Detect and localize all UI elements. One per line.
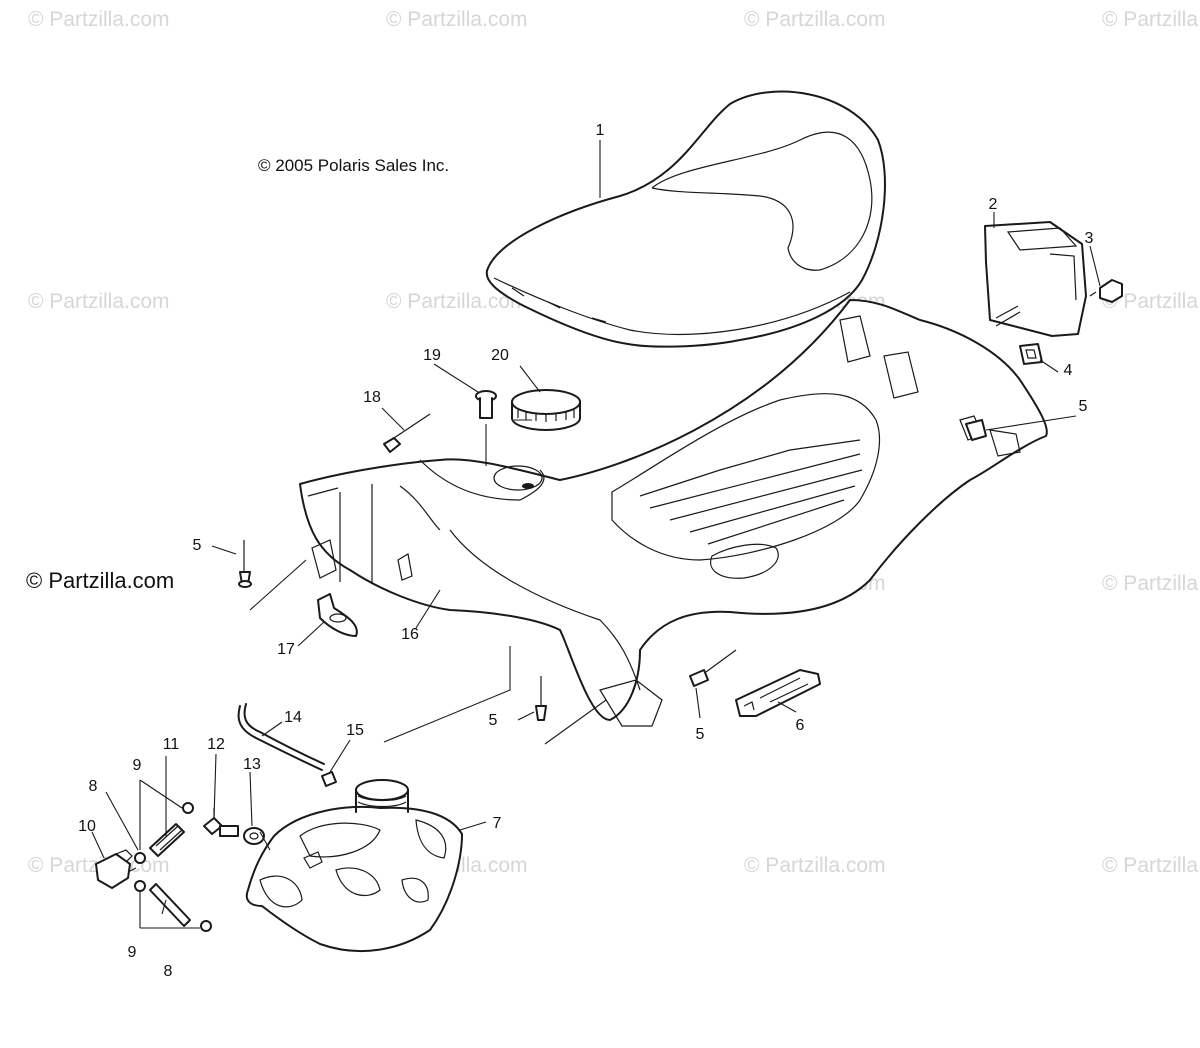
callout-4[interactable]: 4 — [1063, 362, 1073, 379]
callout-8[interactable]: 8 — [88, 778, 98, 795]
callout-16[interactable]: 16 — [401, 626, 419, 643]
callout-6[interactable]: 6 — [795, 717, 805, 734]
callout-7[interactable]: 7 — [492, 815, 502, 832]
watermark: © Partzilla.com — [1102, 854, 1200, 877]
callout-5[interactable]: 5 — [695, 726, 705, 743]
callout-5[interactable]: 5 — [192, 537, 202, 554]
callout-1[interactable]: 1 — [595, 122, 605, 139]
callout-15[interactable]: 15 — [346, 722, 364, 739]
callout-19[interactable]: 19 — [423, 347, 441, 364]
watermark: © Partzilla.com — [386, 8, 528, 31]
bolt-part[interactable] — [1089, 279, 1123, 303]
callout-12[interactable]: 12 — [207, 736, 225, 753]
watermark: © Partzilla.com — [386, 290, 528, 313]
callout-9[interactable]: 9 — [132, 757, 142, 774]
clip-part[interactable] — [1019, 343, 1043, 365]
callout-2[interactable]: 2 — [988, 196, 998, 213]
callout-3[interactable]: 3 — [1084, 230, 1094, 247]
callout-20[interactable]: 20 — [491, 347, 509, 364]
site-label: © Partzilla.com — [26, 568, 175, 593]
leader-lines — [91, 140, 1101, 929]
latch-bracket-part[interactable] — [984, 221, 1087, 337]
screw-part[interactable] — [475, 390, 497, 419]
grommet-part[interactable] — [243, 827, 265, 845]
callout-9[interactable]: 9 — [127, 944, 137, 961]
callout-10[interactable]: 10 — [78, 818, 96, 835]
watermark: © Partzilla.com — [1102, 290, 1200, 313]
watermark: © Partzilla.com — [28, 8, 170, 31]
strap-part[interactable] — [735, 669, 821, 717]
callout-11[interactable]: 11 — [162, 736, 180, 753]
copyright-notice: © 2005 Polaris Sales Inc. — [258, 156, 450, 175]
watermark: © Partzilla.com — [744, 854, 886, 877]
clamp-part[interactable] — [134, 802, 212, 932]
push-rivet-part[interactable] — [238, 540, 252, 588]
push-rivet-part[interactable] — [535, 676, 547, 721]
push-rivet-part[interactable] — [965, 419, 987, 441]
callout-17[interactable]: 17 — [277, 641, 295, 658]
rivet-part[interactable] — [383, 413, 431, 453]
callout-5[interactable]: 5 — [1078, 398, 1088, 415]
seat-part[interactable] — [485, 90, 886, 348]
fuel-valve-part[interactable] — [95, 849, 137, 889]
vent-hose-part[interactable] — [237, 703, 325, 771]
fuel-tank-part[interactable] — [245, 779, 463, 953]
watermark: © Partzilla.com — [744, 8, 886, 31]
fuel-line-part[interactable] — [149, 823, 185, 857]
bracket-part[interactable] — [317, 593, 358, 637]
fuel-line-part[interactable] — [149, 883, 191, 927]
watermark: © Partzilla.com — [1102, 8, 1200, 31]
callout-13[interactable]: 13 — [243, 756, 261, 773]
callout-14[interactable]: 14 — [284, 709, 302, 726]
push-rivet-part[interactable] — [689, 649, 737, 687]
rear-body-part[interactable] — [299, 299, 1048, 727]
callout-8[interactable]: 8 — [163, 963, 173, 980]
callout-18[interactable]: 18 — [363, 389, 381, 406]
check-valve-part[interactable] — [321, 771, 337, 787]
fuel-cap-part[interactable] — [511, 389, 581, 431]
fitting-part[interactable] — [203, 808, 239, 837]
watermark: © Partzilla.com — [28, 290, 170, 313]
watermark: © Partzilla.com — [1102, 572, 1200, 595]
callout-5[interactable]: 5 — [488, 712, 498, 729]
